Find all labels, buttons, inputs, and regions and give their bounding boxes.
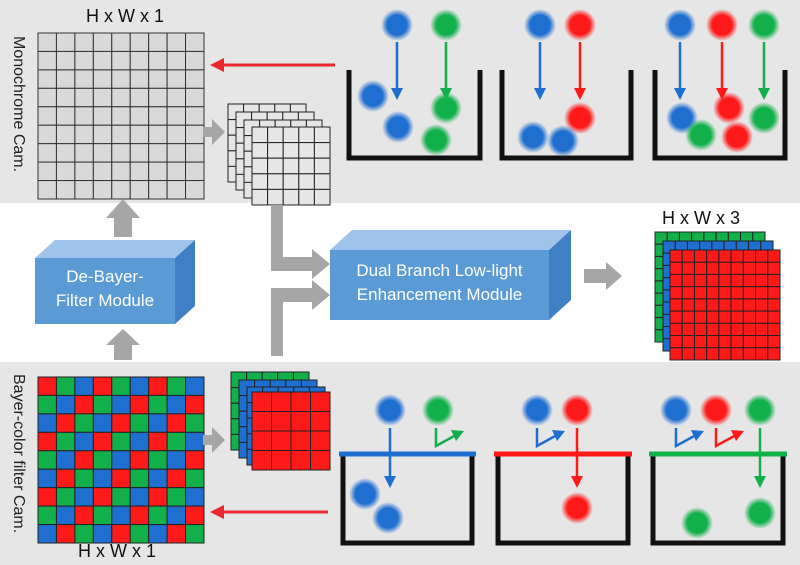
arrow-bayer-into-dual (271, 280, 330, 356)
monochrome-feature-stack (227, 103, 331, 206)
photon-dot (564, 9, 596, 41)
photon-dot (748, 9, 780, 41)
bayer-feature-stack (230, 371, 331, 471)
arrow-bayer-to-stack (203, 427, 225, 453)
photon-dot (381, 9, 413, 41)
photon-dot (564, 102, 596, 134)
arrow-red-to-mono-grid (210, 58, 224, 72)
bayer-buckets (340, 456, 786, 546)
photon-dot (681, 507, 713, 539)
arrow-red-to-bayer-grid (210, 505, 224, 519)
mono-photon-arrows (391, 42, 770, 100)
bayer-dims-label: H x W x 1 (78, 541, 157, 561)
photon-dot (748, 102, 780, 134)
debayer-label-line1: De-Bayer- (66, 267, 144, 286)
photon-dot (700, 394, 732, 426)
debayer-label-line2: Filter Module (55, 291, 155, 310)
arrow-up-to-mono (106, 199, 140, 237)
arrow-mono-into-dual (271, 205, 330, 279)
photon-dot (744, 394, 776, 426)
photon-dot (357, 80, 389, 112)
photon-dot (706, 9, 738, 41)
photon-dot (349, 478, 381, 510)
photon-dot (517, 121, 549, 153)
mono-side-label: Monochrome Cam. (10, 36, 27, 173)
mono-bucket-2 (499, 70, 634, 161)
photon-dots (349, 9, 780, 539)
photon-dot (374, 394, 406, 426)
photon-dot (713, 92, 745, 124)
output-dims-label: H x W x 3 (662, 208, 741, 228)
photon-dot (744, 497, 776, 529)
output-rgb-stack (654, 231, 781, 361)
photon-dot (721, 121, 753, 153)
arrow-dual-to-output (584, 262, 622, 290)
dual-label-line2: Enhancement Module (356, 285, 523, 304)
bayer-sensor-grid (37, 376, 205, 544)
bayer-side-label: Bayer-color filter Cam. (10, 374, 27, 534)
debayer-module-label: De-Bayer- Filter Module (35, 265, 175, 313)
photon-dot (547, 125, 579, 157)
arrow-up-from-bayer (106, 329, 140, 360)
photon-dot (430, 92, 462, 124)
photon-dot (382, 111, 414, 143)
bayer-photon-arrows (384, 428, 766, 488)
mono-bucket-3 (652, 70, 788, 161)
photon-dot (660, 394, 692, 426)
photon-dot (685, 119, 717, 151)
mono-dims-label: H x W x 1 (86, 6, 165, 26)
arrow-mono-to-stack (203, 119, 225, 145)
photon-dot (524, 9, 556, 41)
photon-dot (664, 9, 696, 41)
dual-module-label: Dual Branch Low-light Enhancement Module (330, 259, 549, 307)
debayer-module-box (35, 240, 195, 324)
mono-bucket-1 (346, 70, 483, 161)
photon-dot (422, 394, 454, 426)
red-arrows (210, 58, 335, 519)
monochrome-sensor-grid (37, 32, 205, 200)
dual-branch-module-box (330, 230, 571, 320)
photon-dot (430, 9, 462, 41)
photon-dot (561, 394, 593, 426)
gray-arrows (106, 119, 622, 453)
dual-label-line1: Dual Branch Low-light (356, 261, 523, 280)
photon-dot (521, 394, 553, 426)
photon-dot (372, 502, 404, 534)
mono-buckets (346, 70, 788, 161)
photon-dot (561, 492, 593, 524)
photon-dot (420, 124, 452, 156)
